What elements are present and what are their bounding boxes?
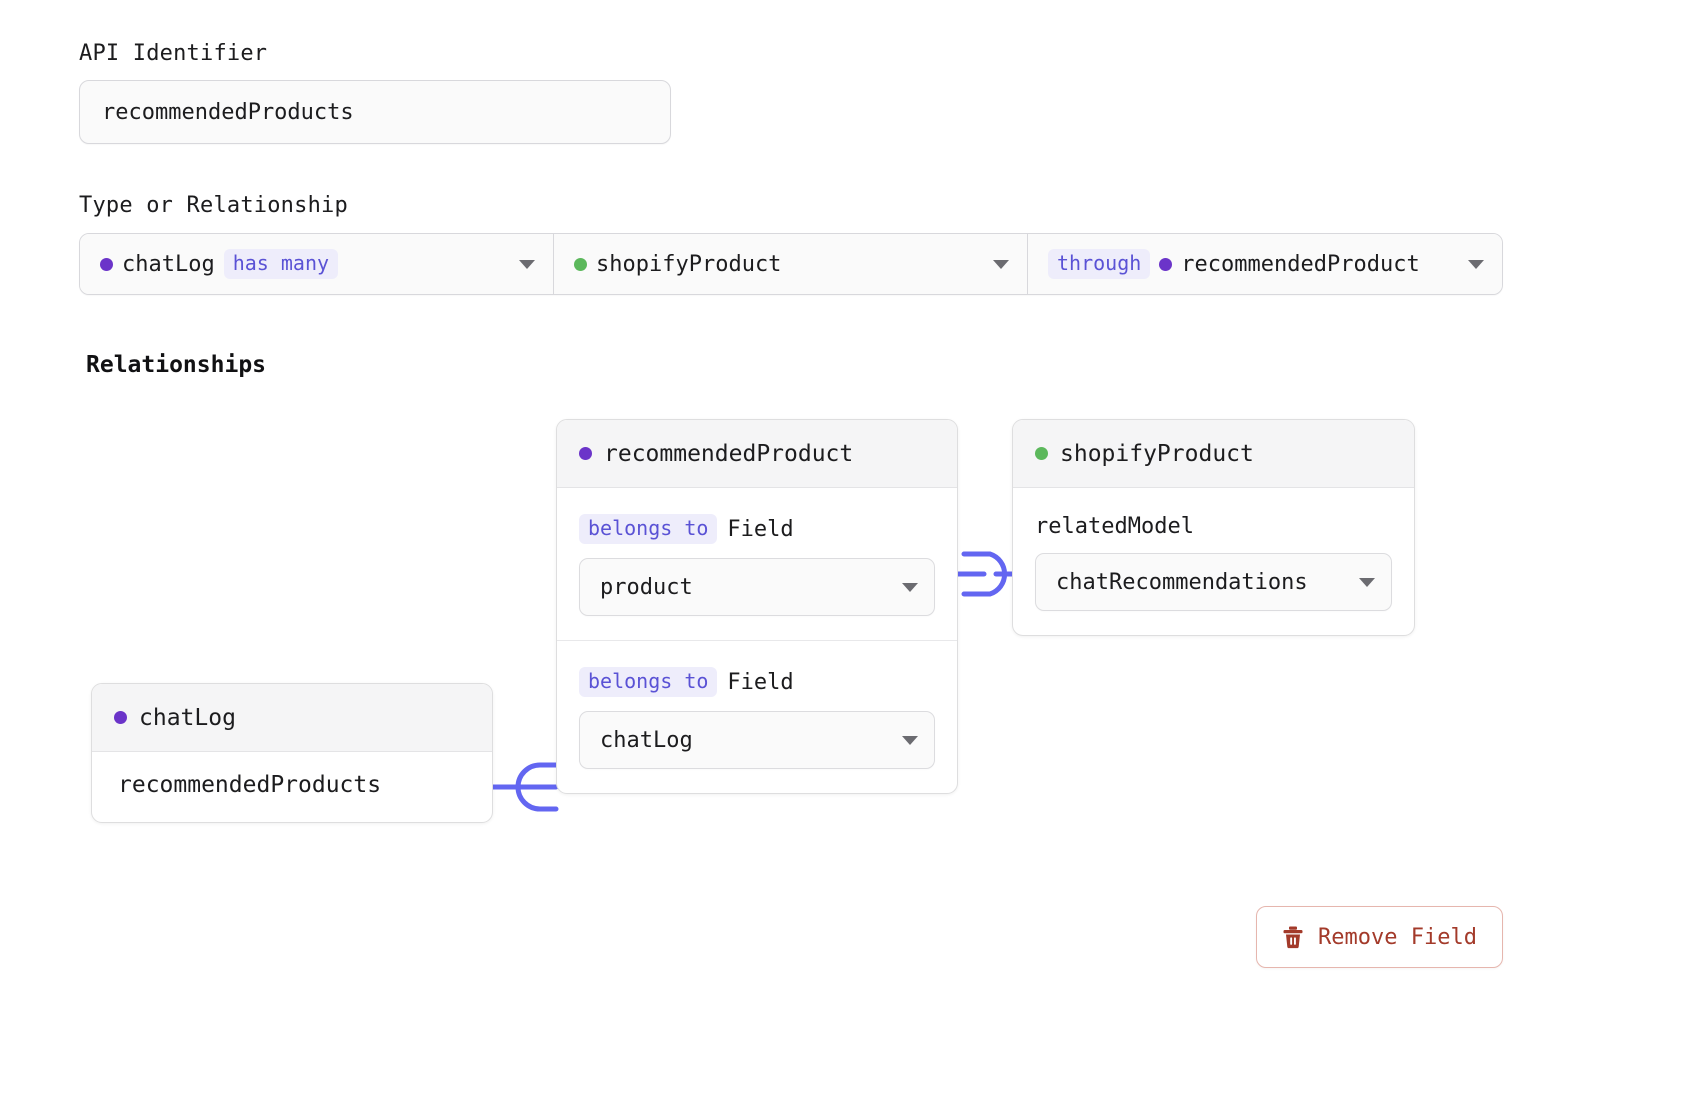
entity-card-recommended-product: recommendedProduct belongs to Field prod… [556,419,958,794]
entity-card-title: chatLog [139,704,236,731]
relationship-diagram-canvas [0,395,1688,865]
entity-card-field-name: recommendedProducts [118,772,382,798]
entity-card-title: recommendedProduct [604,440,854,467]
chevron-down-icon[interactable] [902,582,918,592]
entity-card-shopify-product: shopifyProduct relatedModel chatRecommen… [1012,419,1415,636]
entity-card-chat-log: chatLog recommendedProducts [91,683,493,823]
model-select-through-value: recommendedProduct [1181,251,1420,277]
chevron-down-icon[interactable] [993,259,1009,269]
relationship-field-label-row: belongs to Field [579,514,935,544]
through-badge: through [1048,249,1151,279]
api-identifier-input[interactable]: recommendedProducts [79,80,671,144]
chevron-down-icon[interactable] [519,259,535,269]
related-model-select-value: chatRecommendations [1056,569,1308,595]
trash-icon [1283,926,1303,949]
entity-card-header: shopifyProduct [1013,420,1414,488]
related-model-select[interactable]: chatRecommendations [1035,553,1392,611]
remove-field-label: Remove Field [1318,924,1477,950]
relationship-field-label: Field [727,516,794,542]
api-identifier-label: API Identifier [79,41,268,66]
chevron-down-icon[interactable] [902,735,918,745]
relationship-field-section: belongs to Field chatLog [557,640,957,793]
entity-card-header: chatLog [92,684,492,752]
field-select-product-value: product [600,574,693,600]
type-or-relationship-label: Type or Relationship [79,193,348,218]
model-select-through-content: through recommendedProduct [1048,249,1456,279]
relationship-field-section: belongs to Field product [557,488,957,640]
relationship-field-label: Field [727,669,794,695]
belongs-to-badge: belongs to [579,667,718,697]
chevron-down-icon[interactable] [1359,577,1375,587]
model-color-dot-icon [114,711,127,724]
model-color-dot-icon [1035,447,1048,460]
relationships-heading: Relationships [86,352,267,378]
model-select-source-value: chatLog [122,251,215,277]
model-select-source-content: chatLog has many [100,249,507,279]
field-select-product[interactable]: product [579,558,935,616]
relationship-kind-badge: has many [223,249,339,279]
chevron-down-icon[interactable] [1468,259,1484,269]
model-select-target-content: shopifyProduct [574,252,981,277]
model-color-dot-icon [574,257,587,271]
belongs-to-badge: belongs to [579,514,718,544]
model-select-through[interactable]: through recommendedProduct [1028,234,1502,294]
relationship-field-label-row: belongs to Field [579,667,935,697]
connector-recommendedproduct-to-shopifyproduct [955,551,1015,597]
related-model-label: relatedModel [1035,514,1194,539]
remove-field-button[interactable]: Remove Field [1256,906,1503,968]
entity-card-header: recommendedProduct [557,420,957,488]
field-select-chatlog-value: chatLog [600,727,693,753]
model-select-target-value: shopifyProduct [596,251,782,277]
model-select-target[interactable]: shopifyProduct [554,234,1028,294]
model-select-source[interactable]: chatLog has many [80,234,554,294]
entity-card-title: shopifyProduct [1060,440,1254,467]
model-color-dot-icon [1159,257,1173,271]
related-model-section: relatedModel chatRecommendations [1013,488,1414,635]
field-select-chatlog[interactable]: chatLog [579,711,935,769]
model-color-dot-icon [579,447,592,460]
connector-lines [490,551,1015,812]
model-color-dot-icon [100,257,113,271]
related-model-label-row: relatedModel [1035,514,1392,539]
connector-chatlog-to-recommendedproduct [490,762,559,812]
type-or-relationship-row: chatLog has many shopifyProduct through … [79,233,1503,295]
